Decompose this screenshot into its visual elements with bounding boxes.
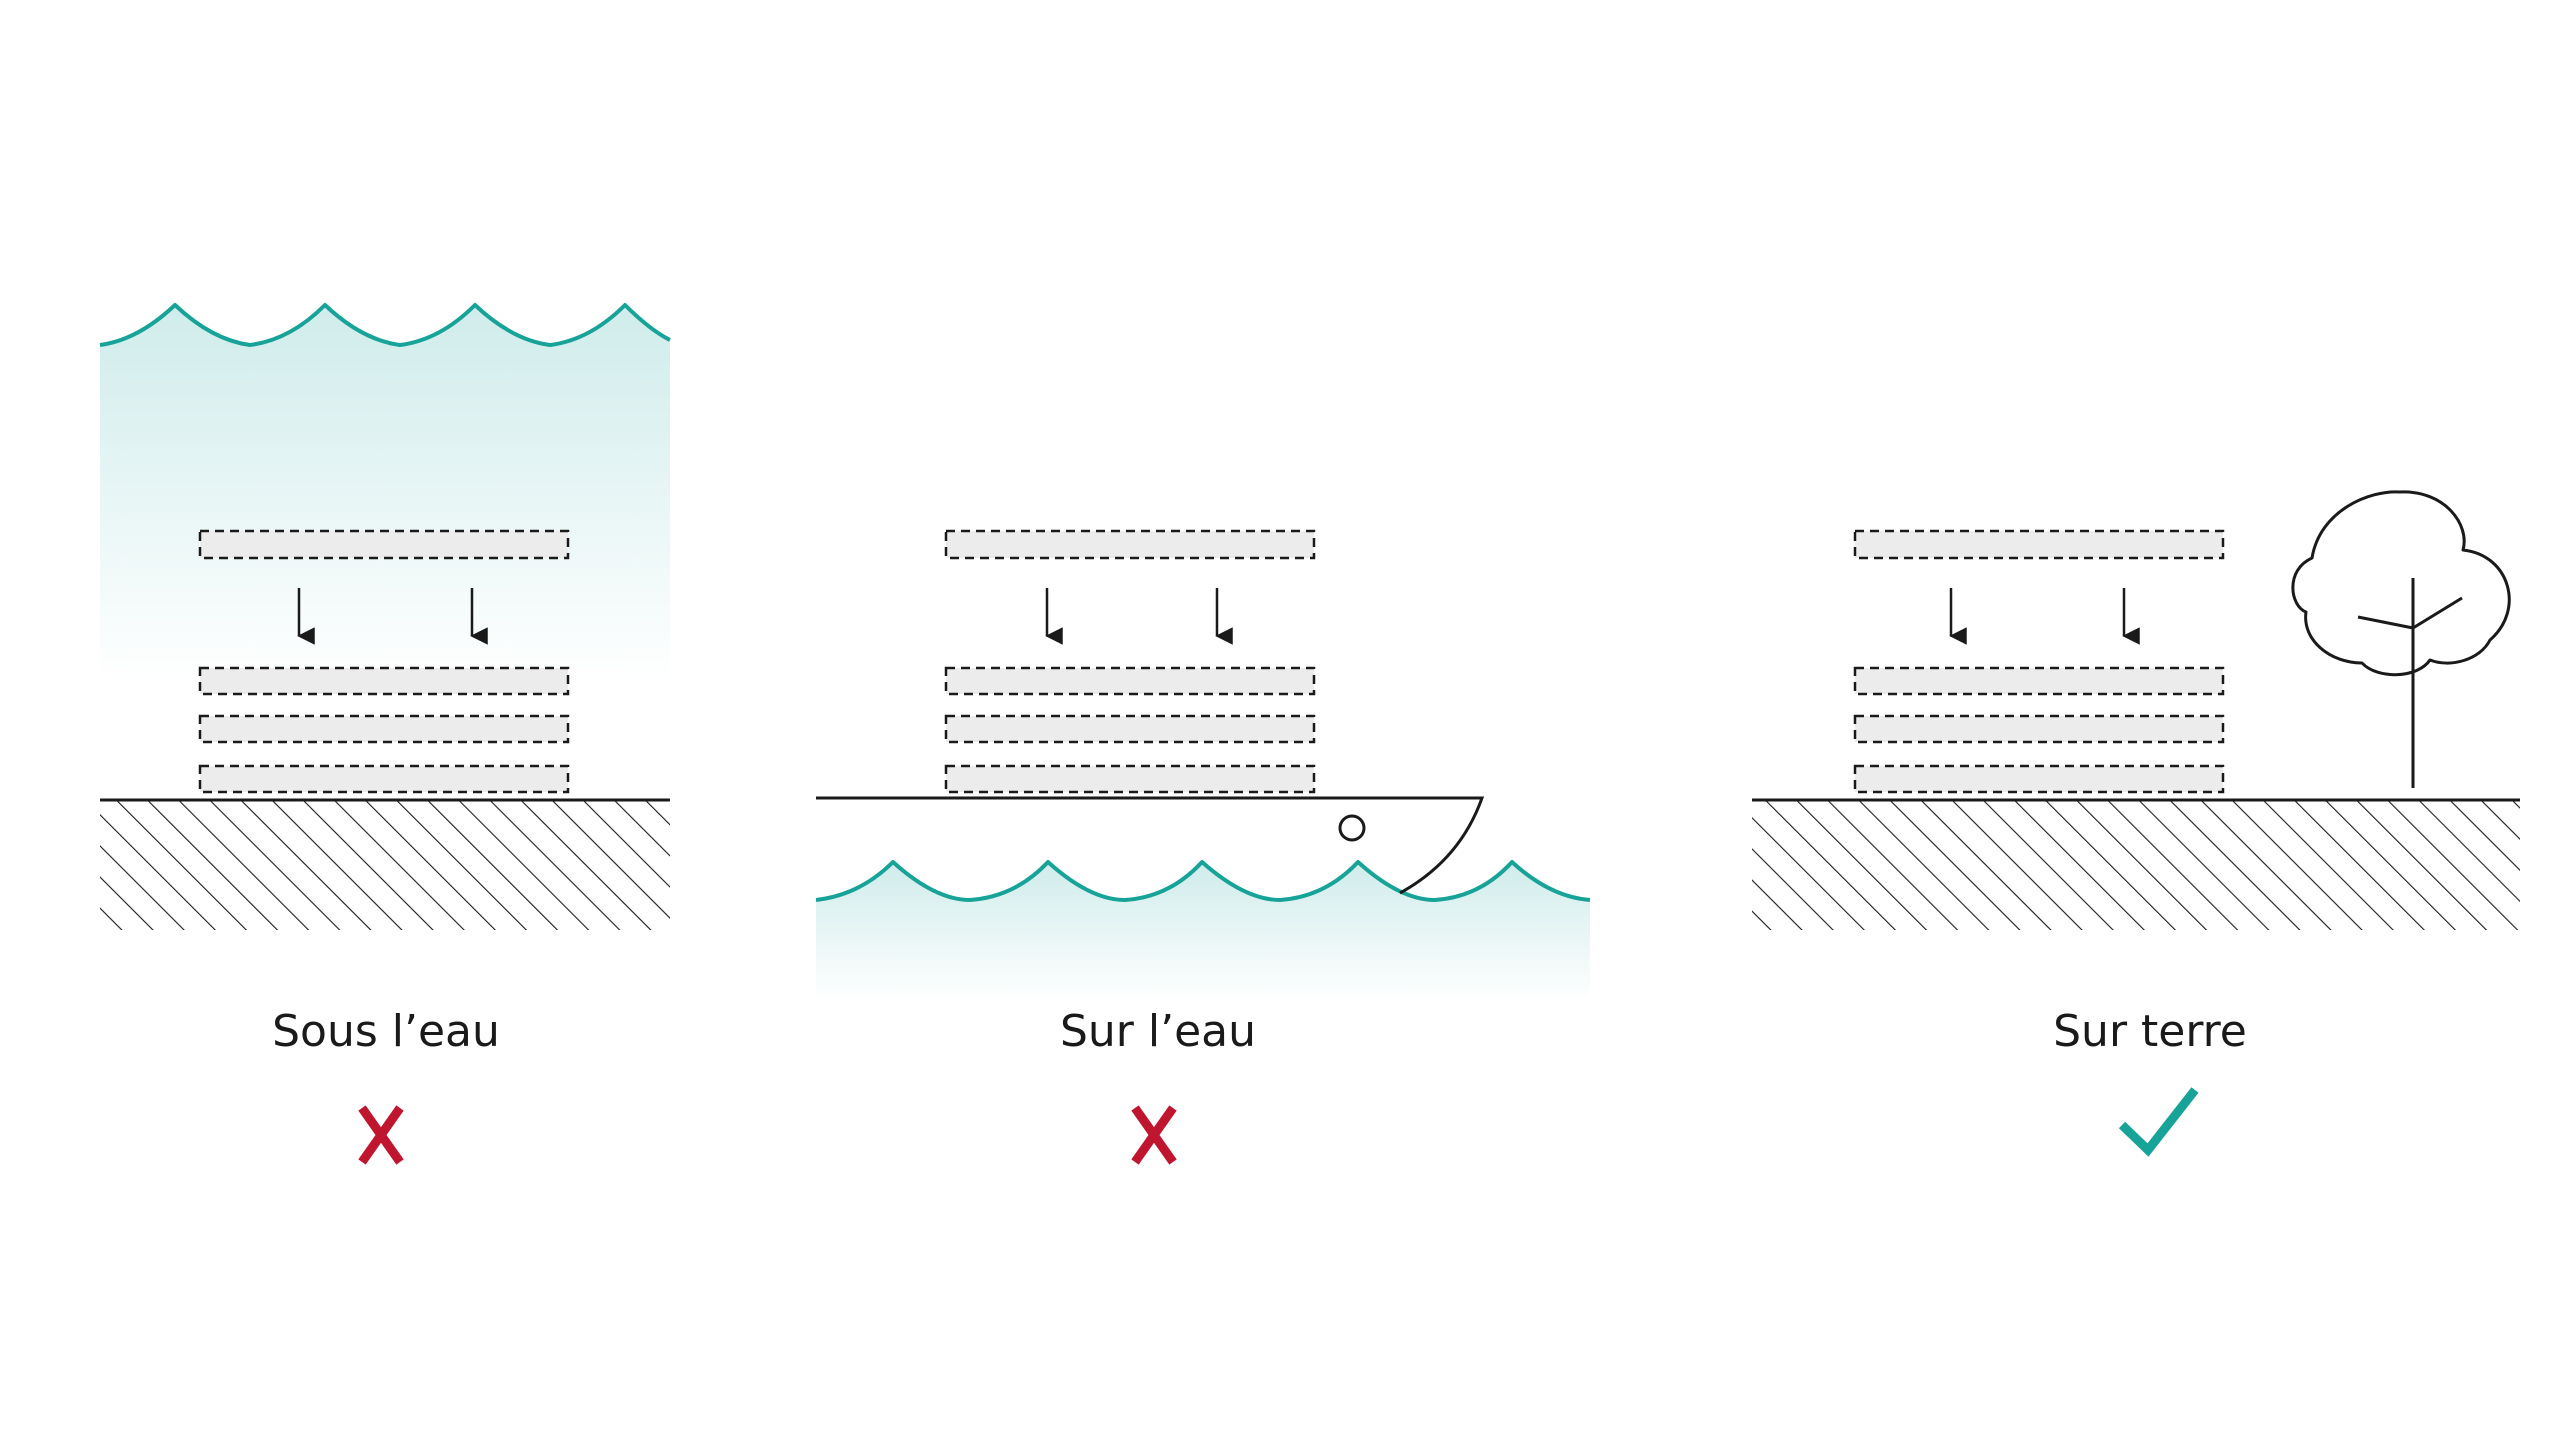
falling-layer (198, 529, 570, 560)
stacked-layer (944, 714, 1316, 744)
stacked-layer (1853, 666, 2225, 696)
ground-hatch (100, 800, 670, 930)
stacked-layer (198, 714, 570, 744)
water-body (100, 305, 670, 680)
check-icon (2118, 1087, 2199, 1157)
panel-label-on-water: Sur l’eau (1059, 1006, 1257, 1057)
cross-icon (1131, 1105, 1177, 1165)
falling-layer (944, 529, 1316, 560)
stacked-layer (944, 764, 1316, 794)
ground-hatch (1752, 800, 2520, 930)
cross-icon (358, 1105, 404, 1165)
stacked-layer (1853, 714, 2225, 744)
water-surface-line (99, 303, 671, 347)
panel-on-land (1752, 490, 2520, 1157)
water-surface-line (815, 860, 1591, 902)
porthole-icon (1338, 814, 1366, 842)
panel-label-on-land: Sur terre (2053, 1006, 2247, 1057)
boat-hull (816, 796, 1485, 895)
stacked-layer (198, 666, 570, 696)
stacked-layer (944, 666, 1316, 696)
stacked-layer (198, 764, 570, 794)
panel-label-under-water: Sous l’eau (272, 1006, 500, 1057)
stacked-layer (1853, 764, 2225, 794)
water-body (816, 862, 1590, 1000)
falling-layer (1853, 529, 2225, 560)
panel-on-water (815, 529, 1591, 1165)
panel-under-water (99, 303, 671, 1165)
tree-icon (2291, 490, 2511, 788)
